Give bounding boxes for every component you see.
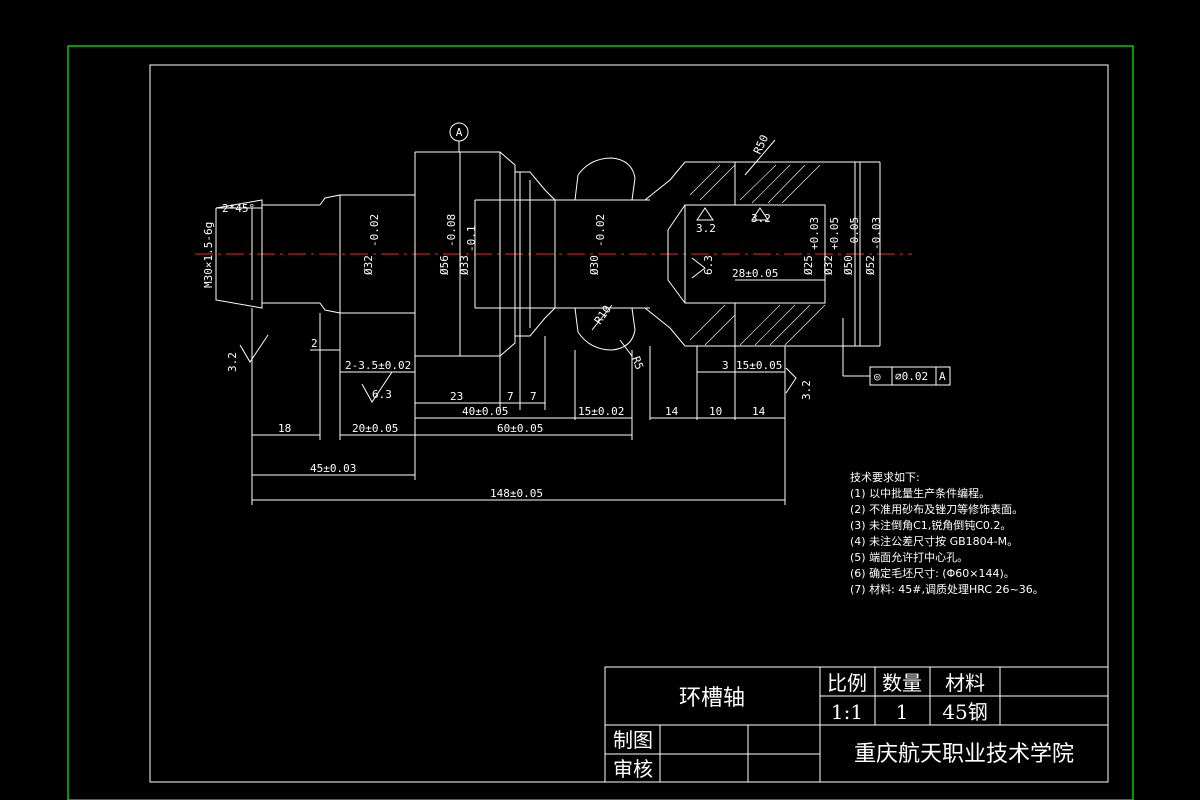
dim-28: 28±0.05 [732, 267, 778, 280]
roughness-groove: 6.3 [361, 371, 393, 403]
svg-text:3.2: 3.2 [226, 352, 239, 372]
school-name: 重庆航天职业技术学院 [854, 742, 1074, 767]
quantity-label: 数量 [882, 671, 922, 695]
diameter-32-label: Ø32 [362, 255, 375, 275]
r5-label: R5 [629, 355, 646, 372]
tolerance-datum: A [939, 370, 946, 383]
drawn-by-label: 制图 [613, 728, 653, 752]
diameter-33-label: Ø33 [458, 255, 471, 275]
dim-7a: 7 [507, 390, 514, 403]
svg-text:(2) 不准用砂布及锉刀等修饰表面。: (2) 不准用砂布及锉刀等修饰表面。 [850, 502, 1023, 516]
quantity-value: 1 [896, 700, 909, 724]
diameter-50-label: Ø50 [842, 255, 855, 275]
svg-text:3.2: 3.2 [800, 380, 813, 400]
diameter-32b-tol: +0.05 [828, 217, 841, 250]
diameter-33-tol: -0.1 [465, 226, 478, 253]
datum-letter: A [456, 126, 463, 139]
dim-23: 23 [450, 390, 463, 403]
diameter-52-tol: -0.03 [870, 217, 883, 250]
dim-40: 40±0.05 [462, 405, 508, 418]
svg-text:(6) 确定毛坯尺寸: (Φ60×144)。: (6) 确定毛坯尺寸: (Φ60×144)。 [850, 566, 1015, 580]
dim-15a: 15±0.02 [578, 405, 624, 418]
svg-text:技术要求如下:: 技术要求如下: [850, 470, 920, 484]
part-name: 环槽轴 [679, 686, 745, 711]
title-block [604, 666, 1109, 783]
dim-20: 20±0.05 [352, 422, 398, 435]
svg-text:(5) 端面允许打中心孔。: (5) 端面允许打中心孔。 [850, 550, 968, 564]
diameter-30-label: Ø30 [588, 255, 601, 275]
diameter-30-tol: -0.02 [594, 214, 607, 247]
outer-border [67, 45, 1134, 800]
r50-label: R50 [751, 133, 771, 157]
scale-value: 1:1 [831, 700, 863, 724]
scale-label: 比例 [827, 671, 867, 695]
dim-148: 148±0.05 [490, 487, 543, 500]
diameter-56-tol: -0.08 [445, 214, 458, 247]
dim-groove: 2-3.5±0.02 [345, 359, 411, 372]
diameter-25-tol: +0.03 [808, 217, 821, 250]
svg-text:(1) 以中批量生产条件编程。: (1) 以中批量生产条件编程。 [850, 486, 990, 500]
svg-text:3.2: 3.2 [751, 212, 771, 225]
svg-text:6.3: 6.3 [702, 255, 715, 275]
tolerance-symbol: ◎ [874, 370, 881, 383]
roughness-bore-3: 6.3 [691, 255, 715, 279]
diameter-32-tol: -0.02 [368, 214, 381, 247]
svg-text:3.2: 3.2 [696, 222, 716, 235]
diameter-32b-label: Ø32 [822, 255, 835, 275]
roughness-bore-2: 3.2 [751, 207, 771, 225]
material-value: 45钢 [942, 700, 987, 724]
tolerance-value: ∅0.02 [895, 370, 928, 383]
diameter-50-tol: -0.05 [848, 217, 861, 250]
dimension-lines [251, 279, 825, 505]
checked-by-label: 审核 [613, 757, 653, 781]
svg-text:6.3: 6.3 [372, 388, 392, 401]
dim-60: 60±0.05 [497, 422, 543, 435]
roughness-bore-1: 3.2 [696, 207, 716, 235]
thread-label: M30×1.5-6g [202, 222, 215, 288]
roughness-right: 3.2 [785, 367, 813, 400]
dim-14a: 14 [665, 405, 679, 418]
dim-2: 2 [311, 337, 318, 350]
svg-text:(4) 未注公差尺寸按 GB1804-M。: (4) 未注公差尺寸按 GB1804-M。 [850, 534, 1018, 548]
dim-18: 18 [278, 422, 291, 435]
diameter-25-label: Ø25 [802, 255, 815, 275]
material-label: 材料 [945, 671, 985, 695]
dim-15b: 15±0.05 [736, 359, 782, 372]
section-hatching [689, 164, 826, 346]
svg-text:(3) 未注倒角C1,锐角倒钝C0.2。: (3) 未注倒角C1,锐角倒钝C0.2。 [850, 518, 1011, 532]
dim-45: 45±0.03 [310, 462, 356, 475]
shaft-outline [215, 151, 881, 357]
dim-10: 10 [709, 405, 722, 418]
dim-14b: 14 [752, 405, 766, 418]
technical-notes: 技术要求如下: (1) 以中批量生产条件编程。 (2) 不准用砂布及锉刀等修饰表… [850, 470, 1044, 596]
tolerance-frame [869, 366, 951, 386]
svg-text:(7) 材料: 45#,调质处理HRC 26~36。: (7) 材料: 45#,调质处理HRC 26~36。 [850, 582, 1044, 596]
diameter-52-label: Ø52 [864, 255, 877, 275]
diameter-56-label: Ø56 [438, 255, 451, 275]
roughness-left: 3.2 [226, 334, 269, 372]
dim-3: 3 [722, 359, 729, 372]
dim-7b: 7 [530, 390, 537, 403]
